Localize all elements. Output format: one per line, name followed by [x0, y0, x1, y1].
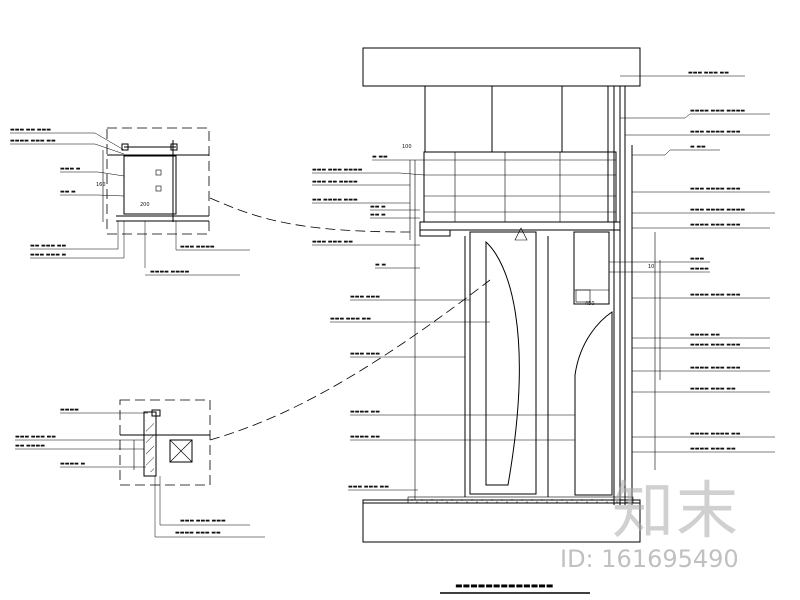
ceiling-base: [419, 221, 621, 231]
leader-a3: [60, 171, 125, 177]
note-l6: ▬▬ ▬: [370, 212, 386, 218]
note-l14: ▬▬▬ ▬▬▬ ▬▬: [348, 484, 389, 490]
leader-b5: [159, 476, 250, 526]
note-a7: ▬▬▬▬ ▬▬▬▬: [150, 269, 190, 275]
leader-b6: [154, 476, 265, 538]
note-l3: ▬▬▬ ▬▬ ▬▬▬▬: [312, 179, 358, 185]
note-l13: ▬▬▬▬ ▬▬: [350, 434, 380, 440]
main-elevation: ▬ ▬▬ ▬▬▬ ▬▬▬ ▬▬▬▬ ▬▬▬ ▬▬ ▬▬▬▬ ▬▬ ▬▬▬▬ ▬▬…: [312, 47, 775, 543]
note-b3: ▬▬ ▬▬▬▬: [15, 443, 45, 449]
note-r13: ▬▬▬▬ ▬▬▬ ▬▬▬: [690, 365, 741, 371]
callout-curve-b: [209, 279, 491, 441]
note-r4: ▬ ▬▬: [690, 144, 706, 150]
door-frame: [469, 231, 537, 495]
note-r6: ▬▬▬ ▬▬▬▬ ▬▬▬▬: [690, 207, 745, 213]
stud-fill: [146, 420, 154, 472]
rail-a: [121, 143, 129, 151]
note-l4: ▬▬ ▬▬▬▬ ▬▬▬: [312, 197, 358, 203]
top-slab: [362, 47, 641, 87]
leader-a6: [30, 221, 125, 259]
stud: [143, 411, 157, 477]
watermark-logo: 知末: [612, 474, 741, 547]
note-l8: ▬ ▬: [375, 262, 386, 268]
cabinet-box: [575, 289, 591, 303]
note-l10: ▬▬▬ ▬▬▬ ▬▬: [330, 316, 371, 322]
leader-a4: [60, 194, 125, 197]
note-r8: ▬▬▬: [690, 256, 704, 262]
note-a2: ▬▬▬▬ ▬▬▬ ▬▬: [10, 138, 56, 144]
floor-finish: [407, 496, 634, 504]
detail-a-frame: [106, 127, 210, 235]
bolt-2: [155, 185, 162, 192]
note-r10: ▬▬▬▬ ▬▬▬ ▬▬▬: [690, 292, 741, 298]
lead-l2: [312, 172, 425, 176]
note-r3: ▬▬▬ ▬▬▬▬ ▬▬▬: [690, 129, 741, 135]
dim-height: 160: [96, 182, 106, 188]
note-l9: ▬▬▬ ▬▬▬: [350, 294, 380, 300]
note-l12: ▬▬▬▬ ▬▬: [350, 409, 380, 415]
note-r1: ▬▬▬ ▬▬▬ ▬▬: [688, 70, 729, 76]
glass-arrow: [514, 227, 528, 241]
lead-r4: [632, 149, 720, 156]
note-a6: ▬▬▬ ▬▬▬ ▬: [30, 252, 67, 258]
mesh-panel: [574, 311, 613, 496]
note-r12: ▬▬▬▬ ▬▬▬ ▬▬▬: [690, 342, 741, 348]
angle-x2: [169, 439, 193, 463]
note-b1: ▬▬▬▬: [60, 407, 79, 413]
note-r16: ▬▬▬▬ ▬▬▬ ▬▬: [690, 446, 736, 452]
detail-b-frame: [119, 399, 211, 486]
dim-width: 200: [140, 202, 150, 208]
leader-a2: [10, 143, 125, 155]
note-r14: ▬▬▬▬ ▬▬▬ ▬▬: [690, 386, 736, 392]
leader-a5: [30, 221, 119, 250]
note-b2: ▬▬▬ ▬▬▬ ▬▬: [15, 434, 56, 440]
fixing: [151, 409, 161, 417]
note-a8: ▬▬▬ ▬▬▬▬: [180, 244, 215, 250]
box-section: [123, 155, 177, 215]
rail-b: [170, 143, 178, 151]
dim-top: 100: [402, 144, 412, 150]
bolt-1: [155, 169, 162, 176]
dim-right: 10: [648, 264, 654, 270]
drawing-title: ▬▬▬▬▬▬▬▬▬▬▬▬▬: [440, 581, 590, 594]
detail-a: 200 160 ▬▬▬ ▬▬ ▬▬▬ ▬▬▬▬ ▬▬▬ ▬▬ ▬▬▬ ▬ ▬▬ …: [10, 127, 250, 276]
ceiling-frame: [423, 151, 617, 223]
note-r7: ▬▬▬▬ ▬▬▬ ▬▬▬: [690, 222, 741, 228]
note-b5: ▬▬▬ ▬▬▬ ▬▬▬: [180, 518, 226, 524]
angle-block: [169, 439, 193, 463]
glass-curve: [485, 240, 520, 486]
note-a3: ▬▬▬ ▬: [60, 166, 81, 172]
note-b4: ▬▬▬▬ ▬: [60, 461, 85, 467]
note-r9: ▬▬▬▬: [690, 266, 709, 272]
note-r11: ▬▬▬▬ ▬▬: [690, 332, 720, 338]
drawing-title-text: ▬▬▬▬▬▬▬▬▬▬▬▬▬: [455, 581, 553, 590]
watermark-id: ID: 161695490: [560, 545, 739, 573]
note-a5: ▬▬ ▬▬▬ ▬▬: [30, 243, 67, 249]
note-r2: ▬▬▬▬ ▬▬▬ ▬▬▬▬: [690, 108, 745, 114]
note-a4: ▬▬ ▬: [60, 189, 76, 195]
leader-a1: [10, 132, 125, 151]
callout-curve-a: [209, 197, 411, 233]
note-l2: ▬▬▬ ▬▬▬ ▬▬▬▬: [312, 167, 363, 173]
note-a1: ▬▬▬ ▬▬ ▬▬▬: [10, 127, 51, 133]
note-b6: ▬▬▬▬ ▬▬▬ ▬▬: [175, 530, 221, 536]
note-l11: ▬▬▬ ▬▬▬: [350, 351, 380, 357]
note-r5: ▬▬▬ ▬▬▬▬ ▬▬▬: [690, 186, 741, 192]
lead-r2: [620, 113, 770, 119]
note-r15: ▬▬▬▬ ▬▬▬▬ ▬▬: [690, 431, 741, 437]
floor-slab: [362, 499, 641, 543]
dim-gap: 480: [585, 301, 595, 307]
detail-b: ▬▬▬▬ ▬▬▬ ▬▬▬ ▬▬ ▬▬ ▬▬▬▬ ▬▬▬▬ ▬ ▬▬▬ ▬▬▬ ▬…: [15, 399, 265, 538]
note-l7: ▬▬▬ ▬▬▬ ▬▬: [312, 239, 353, 245]
cabinet: [573, 231, 610, 305]
note-l1: ▬ ▬▬: [372, 154, 388, 160]
cornice: [419, 229, 451, 237]
note-l5: ▬▬ ▬: [370, 204, 386, 210]
